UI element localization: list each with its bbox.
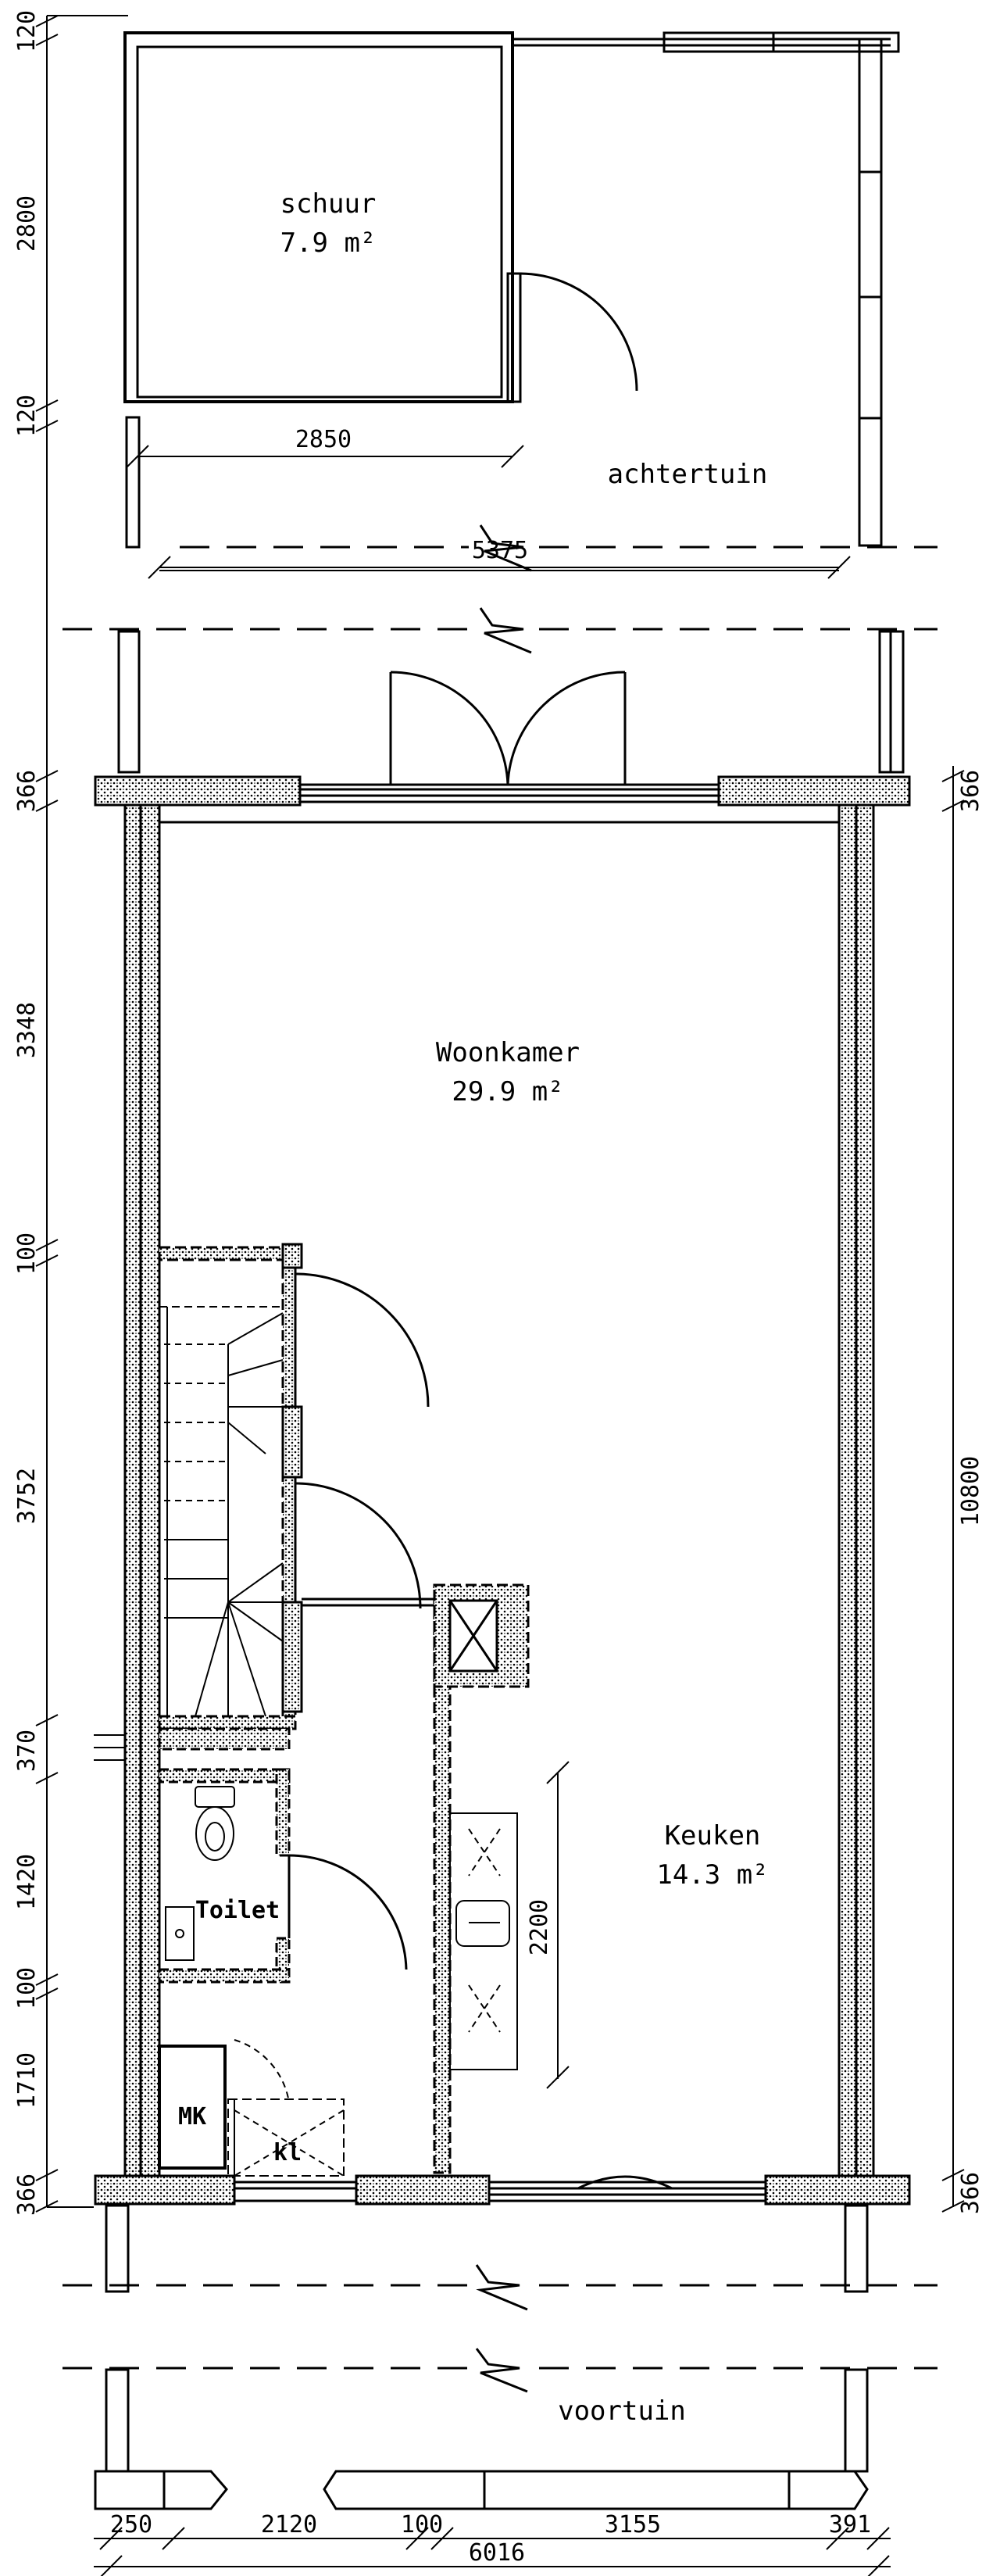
toilet-room — [94, 1727, 408, 1984]
dimension-lines — [46, 16, 954, 2567]
outer-walls — [94, 671, 911, 2206]
room-area-schuur: 7.9 m² — [280, 227, 377, 259]
dim-left-1: 2800 — [13, 195, 41, 252]
dim-bottom-1: 2120 — [261, 2511, 317, 2538]
dim-bottom-4: 391 — [829, 2511, 871, 2538]
dim-left-6: 3752 — [13, 1468, 41, 1524]
dim-room-width: 5375 — [472, 537, 528, 564]
dim-right-0: 366 — [957, 770, 984, 812]
dim-left-9: 100 — [13, 1967, 41, 2009]
dimension-labels: 120 2800 120 366 3348 100 3752 370 1420 … — [13, 10, 984, 2567]
break-lines — [62, 546, 938, 2370]
dim-left-5: 100 — [13, 1233, 41, 1275]
room-name-woonkamer: Woonkamer — [436, 1037, 580, 1068]
dim-left-7: 370 — [13, 1730, 41, 1772]
dim-left-8: 1420 — [13, 1854, 41, 1910]
outdoor-label-achtertuin: achtertuin — [608, 459, 768, 490]
dim-left-11: 366 — [13, 2174, 41, 2216]
room-area-woonkamer: 29.9 m² — [452, 1076, 563, 1107]
room-name-kl: kl — [273, 2139, 302, 2166]
dim-bottom-2: 100 — [401, 2511, 443, 2538]
dimension-ticks — [35, 15, 965, 2576]
dim-right-1: 10800 — [957, 1456, 984, 1526]
dim-left-10: 1710 — [13, 2052, 41, 2109]
outdoor-label-voortuin: voortuin — [558, 2395, 686, 2427]
dim-left-2: 120 — [13, 395, 41, 437]
room-labels: schuur 7.9 m² achtertuin Woonkamer 29.9 … — [178, 188, 769, 2427]
room-name-toilet: Toilet — [195, 1897, 280, 1924]
dim-right-2: 366 — [957, 2172, 984, 2214]
dim-bottom-3: 3155 — [605, 2511, 661, 2538]
dim-left-4: 3348 — [13, 1002, 41, 1058]
room-name-schuur: schuur — [280, 188, 377, 220]
room-area-keuken: 14.3 m² — [656, 1859, 768, 1891]
shed — [123, 31, 900, 549]
dim-shed-width: 2850 — [295, 426, 352, 453]
dim-bottom-0: 250 — [110, 2511, 152, 2538]
room-name-keuken: Keuken — [665, 1820, 761, 1852]
stairwell — [158, 1246, 297, 1730]
dim-left-3: 366 — [13, 770, 41, 812]
dim-total-width: 6016 — [469, 2539, 525, 2567]
dim-counter-length: 2200 — [526, 1899, 553, 1955]
room-name-mk: MK — [178, 2103, 206, 2131]
dim-left-0: 120 — [13, 10, 41, 52]
